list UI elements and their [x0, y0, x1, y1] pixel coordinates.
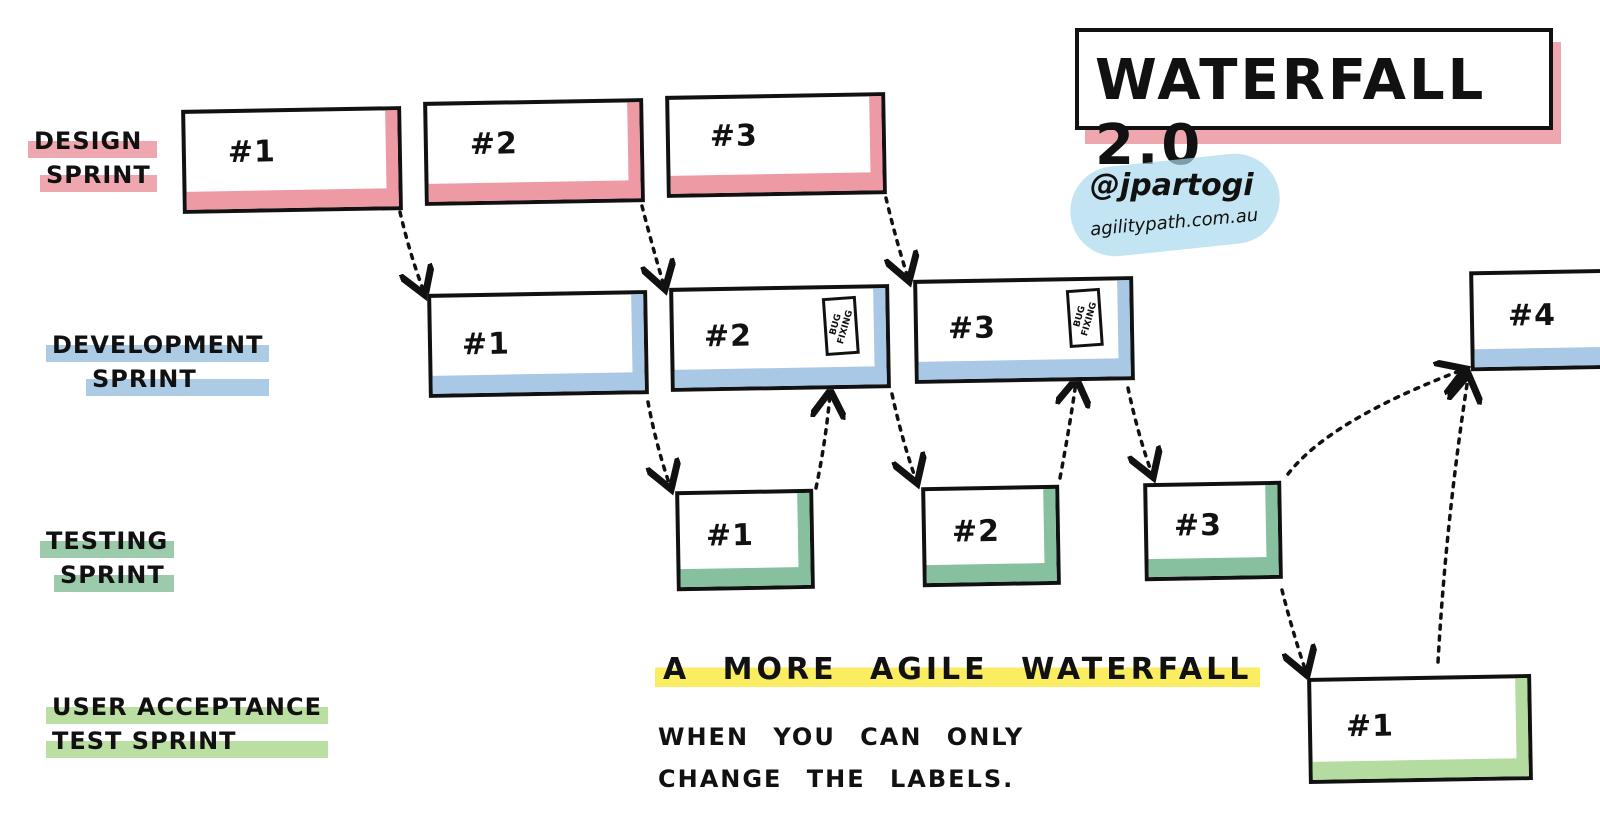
arrow-dev1-to-test1	[648, 400, 670, 486]
caption-line: CHANGE THE LABELS.	[658, 765, 1015, 793]
caption-title: A MORE AGILE WATERFALL	[655, 652, 1261, 687]
row-label-line: SPRINT	[40, 158, 157, 192]
arrow-dev3-to-test3	[1126, 386, 1152, 474]
sprint-number: #1	[227, 134, 277, 171]
design-sprint-1: #1	[181, 106, 403, 214]
testing-sprint-2: #2	[921, 484, 1061, 588]
arrow-test3-to-uat1	[1280, 588, 1306, 672]
caption-line: WHEN YOU CAN ONLY	[658, 723, 1025, 751]
sprint-number: #2	[703, 318, 753, 355]
design-sprint-3: #3	[665, 92, 887, 198]
row-label-line: TESTING	[40, 524, 175, 558]
arrow-test2-to-dev3	[1060, 382, 1076, 480]
row-label-testing: TESTING SPRINT	[40, 524, 175, 592]
sprint-number: #4	[1507, 297, 1557, 334]
author-handle: @jpartogi	[1090, 168, 1254, 203]
sprint-number: #2	[469, 126, 519, 163]
row-label-line: SPRINT	[54, 558, 175, 592]
arrow-test3-to-dev4	[1286, 370, 1462, 476]
sprint-number: #3	[947, 310, 997, 347]
sprint-number: #1	[705, 517, 755, 554]
sprint-number: #3	[1173, 507, 1223, 544]
row-label-line: DESIGN	[28, 124, 157, 158]
arrow-uat1-to-dev4	[1436, 378, 1468, 664]
row-label-line: DEVELOPMENT	[46, 328, 270, 362]
design-sprint-2: #2	[423, 98, 645, 206]
sprint-number: #3	[709, 118, 759, 155]
development-sprint-1: #1	[427, 290, 649, 398]
row-label-line: USER ACCEPTANCE	[46, 690, 328, 724]
row-label-design: DESIGN SPRINT	[28, 124, 157, 192]
arrow-design1-to-dev1	[398, 210, 424, 292]
caption-body: WHEN YOU CAN ONLY CHANGE THE LABELS.	[658, 716, 1078, 800]
testing-sprint-3: #3	[1143, 480, 1283, 582]
sprint-number: #1	[461, 326, 511, 363]
arrow-design3-to-dev3	[886, 196, 908, 278]
row-label-development: DEVELOPMENT SPRINT	[46, 328, 270, 396]
sprint-number: #2	[951, 513, 1001, 550]
arrow-design2-to-dev2	[640, 204, 664, 286]
row-label-line: SPRINT	[86, 362, 270, 396]
testing-sprint-1: #1	[675, 488, 815, 592]
arrow-test1-to-dev2	[816, 394, 830, 490]
arrow-dev2-to-test2	[890, 392, 916, 480]
author-credit: @jpartogi agilitypath.com.au	[1065, 149, 1285, 261]
uat-sprint-1: #1	[1307, 674, 1533, 784]
row-label-line: TEST SPRINT	[46, 724, 328, 758]
sprint-number: #1	[1345, 708, 1395, 745]
development-sprint-4: #4	[1469, 268, 1600, 372]
row-label-uat: USER ACCEPTANCE TEST SPRINT	[46, 690, 328, 758]
